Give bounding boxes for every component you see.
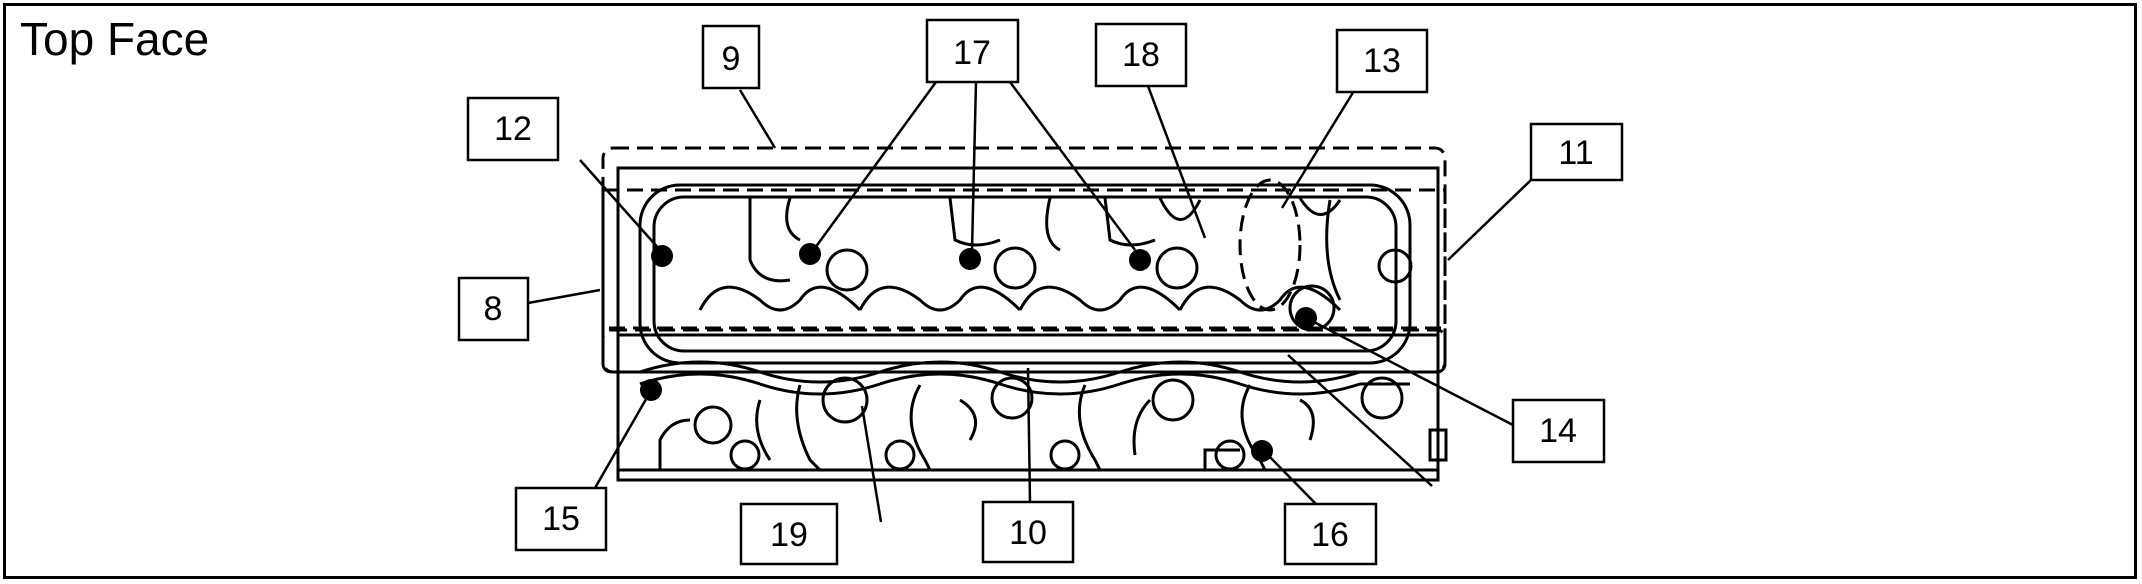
callout-box-14 <box>1511 398 1606 464</box>
callout-label-8: 8 <box>484 290 503 328</box>
point-17b-dot <box>959 248 981 270</box>
callout-label-10: 10 <box>1009 514 1047 552</box>
callout-label-12: 12 <box>494 110 532 148</box>
callout-label-14: 14 <box>1539 412 1577 450</box>
callout-box-17 <box>925 18 1020 84</box>
figure-frame: Top Face <box>3 3 2137 579</box>
callout-box-11 <box>1529 122 1624 182</box>
callout-label-13: 13 <box>1363 42 1401 80</box>
callout-box-8 <box>457 276 530 342</box>
head-outline <box>616 166 1440 482</box>
callout-box-12 <box>466 96 560 162</box>
callout-box-10 <box>981 500 1075 564</box>
figure-title: Top Face <box>20 13 210 65</box>
point-17c-dot <box>1129 249 1151 271</box>
callout-label-18: 18 <box>1122 36 1160 74</box>
callout-box-18 <box>1094 22 1188 88</box>
callout-box-9 <box>701 24 761 90</box>
callout-label-17: 17 <box>953 34 991 72</box>
point-14-dot <box>1295 307 1317 329</box>
callout-box-16 <box>1283 502 1378 566</box>
point-17a-dot <box>799 243 821 265</box>
point-12-dot <box>651 245 673 267</box>
point-16-dot <box>1251 440 1273 462</box>
callout-label-16: 16 <box>1311 516 1349 554</box>
callout-label-19: 19 <box>770 516 808 554</box>
region-8-outline <box>601 188 1447 330</box>
point-15-dot <box>640 379 662 401</box>
callout-label-15: 15 <box>542 500 580 538</box>
region-13-outline <box>1238 178 1302 312</box>
callout-label-11: 11 <box>1558 134 1593 172</box>
callout-box-19 <box>739 502 839 566</box>
region-9-outline <box>601 146 1447 374</box>
region-11-outline <box>601 328 1447 374</box>
callout-box-15 <box>514 486 608 552</box>
callout-label-9: 9 <box>722 40 741 78</box>
callout-box-13 <box>1335 28 1429 94</box>
